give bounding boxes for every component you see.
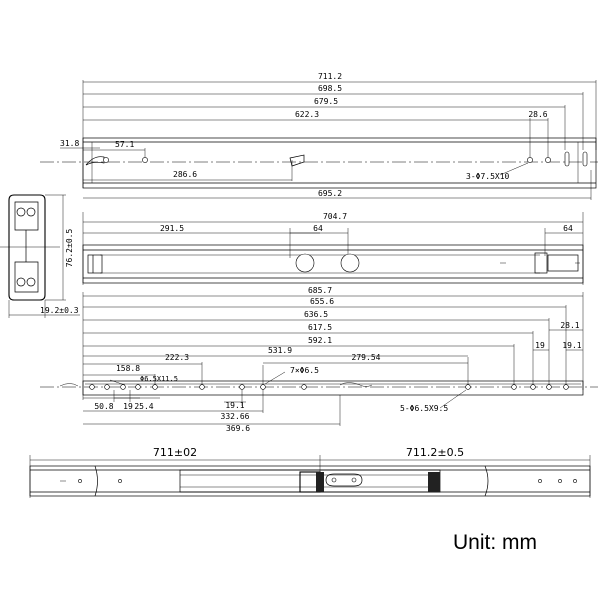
- dim-slot: Φ6.5X11.5: [140, 375, 178, 383]
- dim-31-8: 31.8: [60, 139, 79, 148]
- dim-19-b: 19: [123, 402, 133, 411]
- dim-685-7: 685.7: [308, 286, 332, 295]
- dim-158-8: 158.8: [116, 364, 140, 373]
- dim-holes-5: 5-Φ6.5X9.5: [400, 404, 448, 413]
- view-2-rail: 704.7 291.5 64 64: [82, 212, 584, 285]
- dim-19-1: 19.1: [562, 341, 581, 350]
- dim-617-5: 617.5: [308, 323, 332, 332]
- dim-695-2: 695.2: [318, 189, 342, 198]
- dim-636-5: 636.5: [304, 310, 328, 319]
- profile-section: 76.2±0.5 19.2±0.3: [0, 194, 80, 318]
- dim-531-9: 531.9: [268, 346, 292, 355]
- dim-622-3: 622.3: [295, 110, 319, 119]
- dim-28-6: 28.6: [528, 110, 547, 119]
- dim-50-8: 50.8: [94, 402, 113, 411]
- dim-width-19-2: 19.2±0.3: [40, 306, 79, 315]
- dim-19-1b: 19.1: [225, 401, 244, 410]
- dim-28-1: 28.1: [560, 321, 579, 330]
- unit-label: Unit: mm: [453, 531, 537, 554]
- dim-332-66: 332.66: [221, 412, 250, 421]
- dim-679-5: 679.5: [314, 97, 338, 106]
- dim-592-1: 592.1: [308, 336, 332, 345]
- dim-291-5: 291.5: [160, 224, 184, 233]
- dim-711-2: 711.2: [318, 72, 342, 81]
- view-4-assembly: 711±02 711.2±0.5: [29, 446, 591, 498]
- view-1-rail: 711.2 698.5 679.5 622.3 28.6 31.8 57.1 2…: [40, 72, 598, 200]
- dim-698-5: 698.5: [318, 84, 342, 93]
- dim-64-b: 64: [563, 224, 573, 233]
- dim-655-6: 655.6: [310, 297, 334, 306]
- dim-222-3: 222.3: [165, 353, 189, 362]
- dim-height-76-2: 76.2±0.5: [65, 229, 74, 268]
- dim-279-54: 279.54: [352, 353, 381, 362]
- dim-25-4: 25.4: [134, 402, 153, 411]
- dim-holes-3: 3-Φ7.5X10: [466, 172, 510, 181]
- dim-19: 19: [535, 341, 545, 350]
- view-3-rail: 685.7 655.6 636.5 617.5 592.1 531.9 279.…: [40, 286, 598, 433]
- dim-369-6: 369.6: [226, 424, 250, 433]
- dim-64-a: 64: [313, 224, 323, 233]
- dim-extended-length: 711.2±0.5: [406, 446, 464, 459]
- dim-holes-7: 7×Φ6.5: [290, 366, 319, 375]
- dim-57-1: 57.1: [115, 140, 134, 149]
- dim-704-7: 704.7: [323, 212, 347, 221]
- dim-286-6: 286.6: [173, 170, 197, 179]
- dim-closed-length: 711±02: [153, 446, 197, 459]
